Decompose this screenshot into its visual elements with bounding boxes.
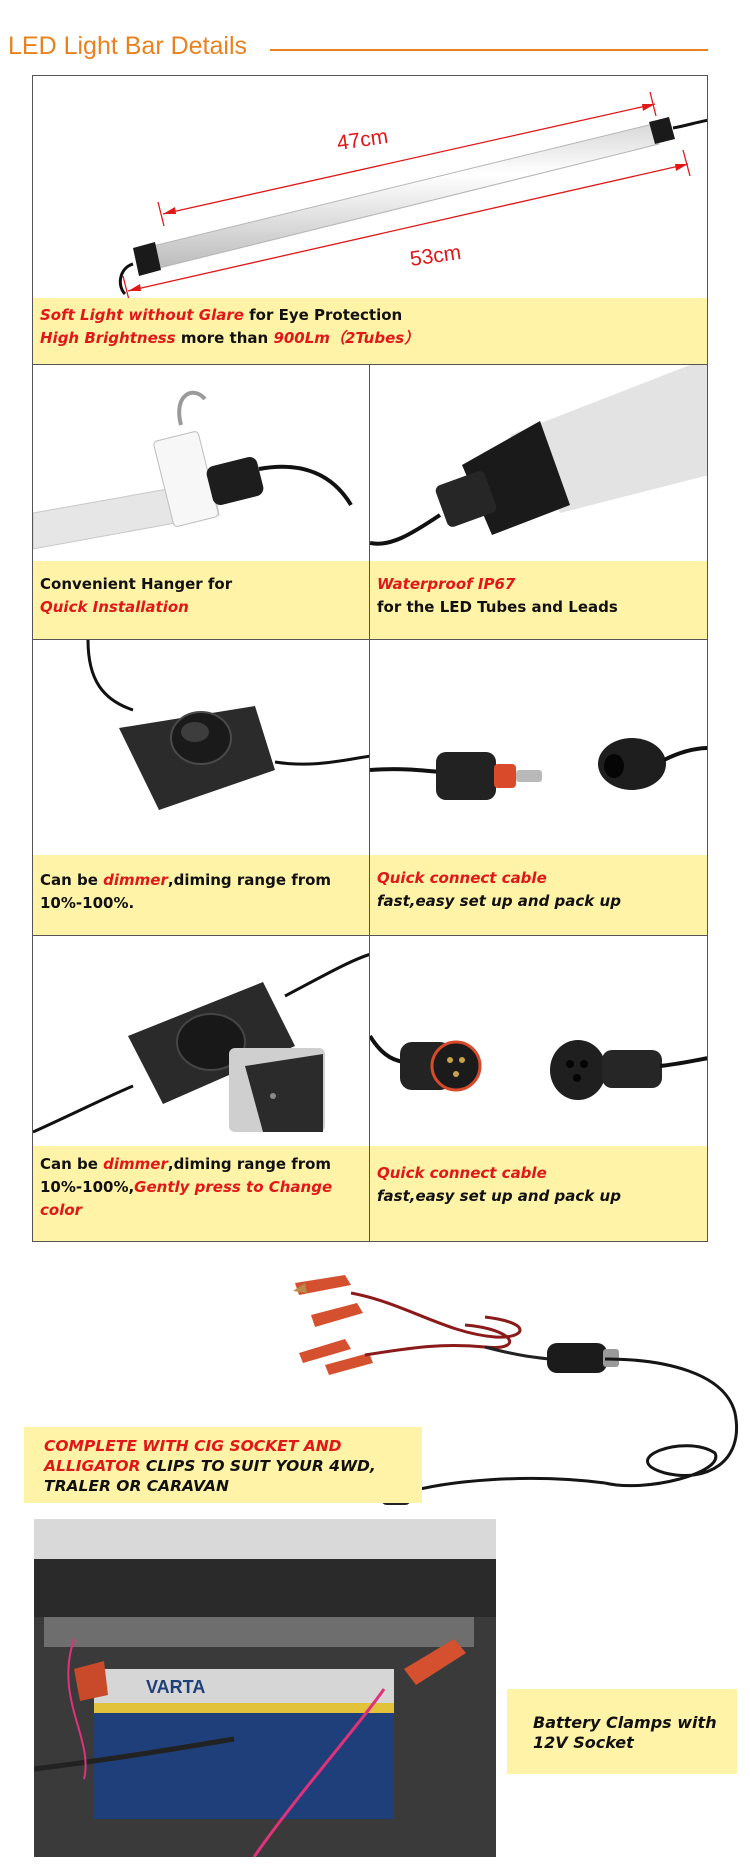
quick-connect-panel-1: Quick connect cable fast,easy set up and… <box>369 639 708 936</box>
caption-two-tubes: （2Tubes） <box>329 329 420 347</box>
caption-percent-range-2: 10%-100%, <box>40 1178 135 1196</box>
caption-tubes-leads: for the LED Tubes and Leads <box>377 598 618 616</box>
caption-diming-range: ,diming range from <box>167 871 332 889</box>
engine-bay-illustration: VARTA <box>34 1519 496 1857</box>
battery-label-line-1: Battery Clamps with <box>533 1713 717 1732</box>
dimension-inner-label: 47cm <box>335 125 389 155</box>
cig-socket-banner: COMPLETE WITH CIG SOCKET AND ALLIGATOR C… <box>24 1427 422 1503</box>
caption-soft-light: Soft Light without Glare <box>40 306 244 324</box>
waterproof-photo <box>370 365 707 546</box>
tube-dimension-panel: 47cm 53cm Soft Light without Glare for E… <box>32 75 708 365</box>
section-title: LED Light Bar Details <box>8 32 248 60</box>
caption-can-be: Can be <box>40 871 104 889</box>
dimmer-panel-1: Can be dimmer,diming range from 10%-100%… <box>32 639 370 936</box>
hanger-panel: Convenient Hanger for Quick Installation <box>32 364 370 640</box>
dimmer-caption-1: Can be dimmer,diming range from 10%-100%… <box>33 855 369 935</box>
caption-lumens: 900Lm <box>273 329 330 347</box>
banner-clips: CLIPS TO SUIT YOUR 4WD, <box>140 1457 376 1475</box>
caption-percent-range: 10%-100%. <box>40 894 135 912</box>
connect-caption-1: Quick connect cable fast,easy set up and… <box>370 855 707 935</box>
caption-can-be-2: Can be <box>40 1155 104 1173</box>
battery-brand: VARTA <box>146 1677 205 1697</box>
caption-eye-protection: for Eye Protection <box>243 306 403 324</box>
caption-hanger: Convenient Hanger for <box>40 575 233 593</box>
caption-quick-connect: Quick connect cable <box>377 869 547 887</box>
waterproof-caption: Waterproof IP67 for the LED Tubes and Le… <box>370 561 707 639</box>
cig-socket-kit-photo <box>293 1275 738 1505</box>
dimmer-panel-2: Can be dimmer,diming range from 10%-100%… <box>32 935 370 1242</box>
caption-easy-setup-2: fast,easy set up and pack up <box>377 1187 621 1205</box>
caption-gently-press: Gently press to Change <box>134 1178 333 1196</box>
caption-dimmer-2: dimmer <box>103 1155 168 1173</box>
caption-dimmer: dimmer <box>103 871 168 889</box>
dimmer-caption-2: Can be dimmer,diming range from 10%-100%… <box>33 1146 369 1241</box>
caption-quick-install: Quick Installation <box>40 598 189 616</box>
quick-connect-panel-2: Quick connect cable fast,easy set up and… <box>369 935 708 1242</box>
tube-caption: Soft Light without Glare for Eye Protect… <box>33 298 707 364</box>
caption-diming-range-2: ,diming range from <box>167 1155 332 1173</box>
title-rule <box>270 49 708 51</box>
banner-line-1: COMPLETE WITH CIG SOCKET AND <box>44 1437 342 1455</box>
dimension-outer-label: 53cm <box>408 241 462 271</box>
hanger-caption: Convenient Hanger for Quick Installation <box>33 561 369 639</box>
caption-color: color <box>40 1201 83 1219</box>
caption-quick-connect-2: Quick connect cable <box>377 1164 547 1182</box>
caption-high-brightness: High Brightness <box>40 329 176 347</box>
dimmer-photo-2 <box>33 953 369 1134</box>
hanger-photo <box>33 390 353 550</box>
caption-more-than: more than <box>175 329 274 347</box>
connect-caption-2: Quick connect cable fast,easy set up and… <box>370 1146 707 1241</box>
caption-easy-setup: fast,easy set up and pack up <box>377 892 621 910</box>
dimmer-photo-1 <box>86 640 369 810</box>
led-tube-illustration: 47cm 53cm <box>118 91 707 305</box>
connector-photo-1 <box>370 738 707 800</box>
section-header: LED Light Bar Details <box>8 30 708 64</box>
battery-label-line-2: 12V Socket <box>533 1733 634 1752</box>
battery-clamps-label: Battery Clamps with 12V Socket <box>507 1689 737 1774</box>
waterproof-panel: Waterproof IP67 for the LED Tubes and Le… <box>369 364 708 640</box>
battery-photo: VARTA <box>34 1519 496 1857</box>
banner-line-3: TRALER OR CARAVAN <box>44 1477 229 1495</box>
connector-photo-2 <box>370 1034 707 1100</box>
banner-alligator: ALLIGATOR <box>44 1457 141 1475</box>
caption-ip67: Waterproof IP67 <box>377 575 516 593</box>
